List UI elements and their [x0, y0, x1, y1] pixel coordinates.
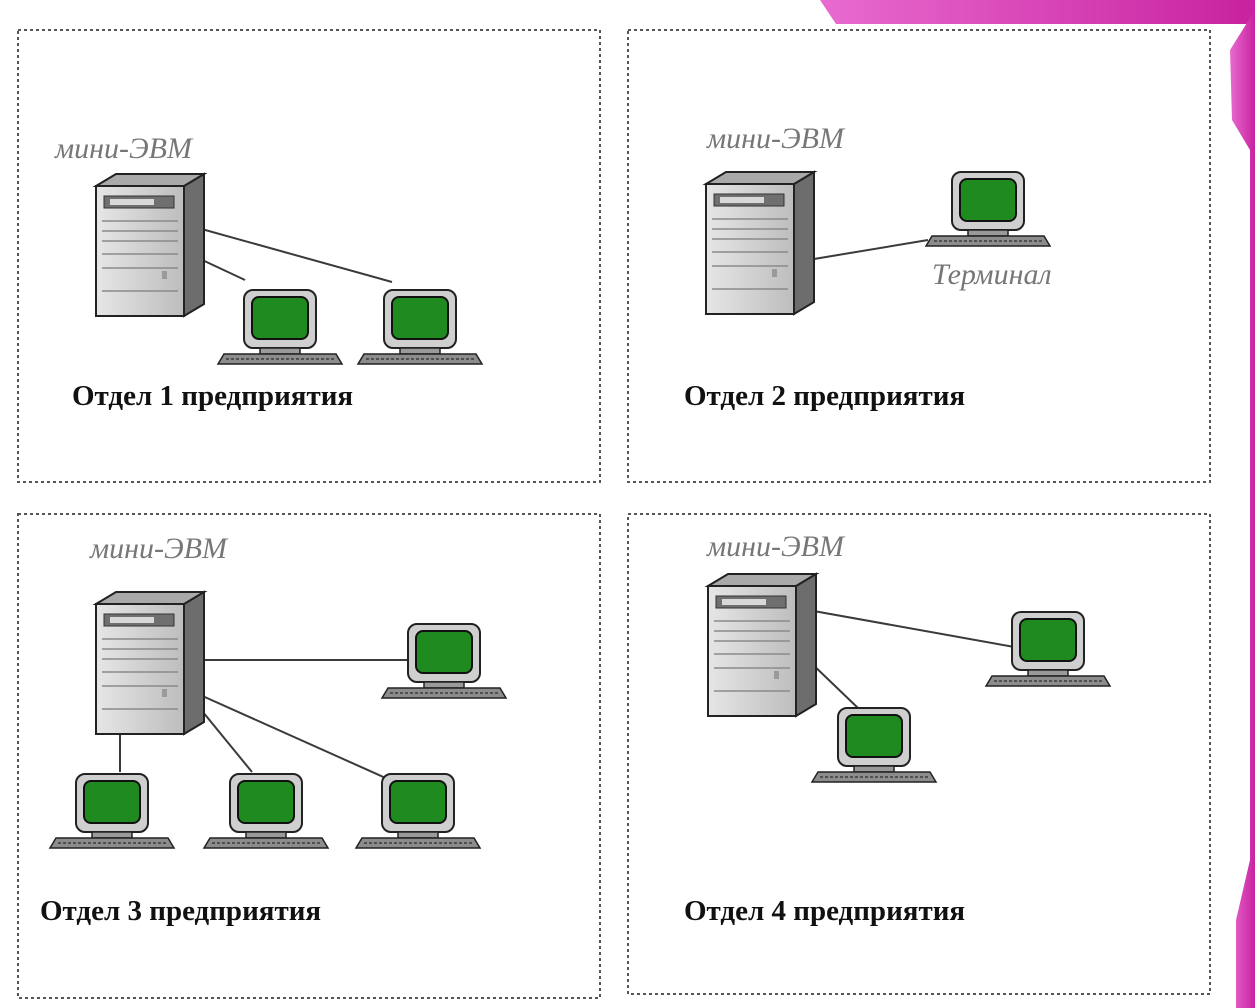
terminal-label: Терминал — [932, 258, 1052, 291]
link-1-a — [197, 227, 393, 283]
department-1: мини-ЭВМ Отдел 1 предприятия — [54, 132, 483, 412]
department-title-4: Отдел 4 предприятия — [684, 895, 965, 927]
link-1-b — [197, 257, 246, 281]
corner-accent-top — [820, 0, 1255, 24]
department-3: мини-ЭВМ Отдел 3 предприятия — [40, 532, 507, 927]
department-2-panel — [627, 29, 1211, 483]
minicomputer-label-4: мини-ЭВМ — [706, 530, 846, 563]
minicomputer-label-2: мини-ЭВМ — [706, 122, 846, 155]
terminal-icon — [203, 773, 329, 849]
minicomputer-icon — [95, 591, 205, 735]
edge-accent-right — [1230, 10, 1255, 1008]
terminal-icon — [811, 707, 937, 783]
department-4: мини-ЭВМ Отдел 4 предприятия — [684, 530, 1111, 927]
department-title-2: Отдел 2 предприятия — [684, 380, 965, 412]
terminal-icon — [355, 773, 481, 849]
minicomputer-icon — [705, 171, 815, 315]
department-3-panel — [17, 513, 601, 999]
minicomputer-label-1: мини-ЭВМ — [54, 132, 194, 165]
terminal-icon — [217, 289, 343, 365]
minicomputer-icon — [707, 573, 817, 717]
department-4-panel — [627, 513, 1211, 995]
terminal-icon — [925, 171, 1051, 247]
link-3-c — [197, 705, 253, 773]
terminal-icon — [49, 773, 175, 849]
department-2: мини-ЭВМ Терминал Отдел 2 предприятия — [684, 122, 1052, 412]
department-1-panel — [17, 29, 601, 483]
minicomputer-label-3: мини-ЭВМ — [89, 532, 229, 565]
link-4-a — [807, 609, 1021, 649]
link-2-a — [807, 239, 929, 261]
department-title-3: Отдел 3 предприятия — [40, 895, 321, 927]
department-title-1: Отдел 1 предприятия — [72, 380, 353, 412]
link-3-b — [197, 693, 409, 789]
terminal-icon — [357, 289, 483, 365]
minicomputer-icon — [95, 173, 205, 317]
terminal-icon — [985, 611, 1111, 687]
